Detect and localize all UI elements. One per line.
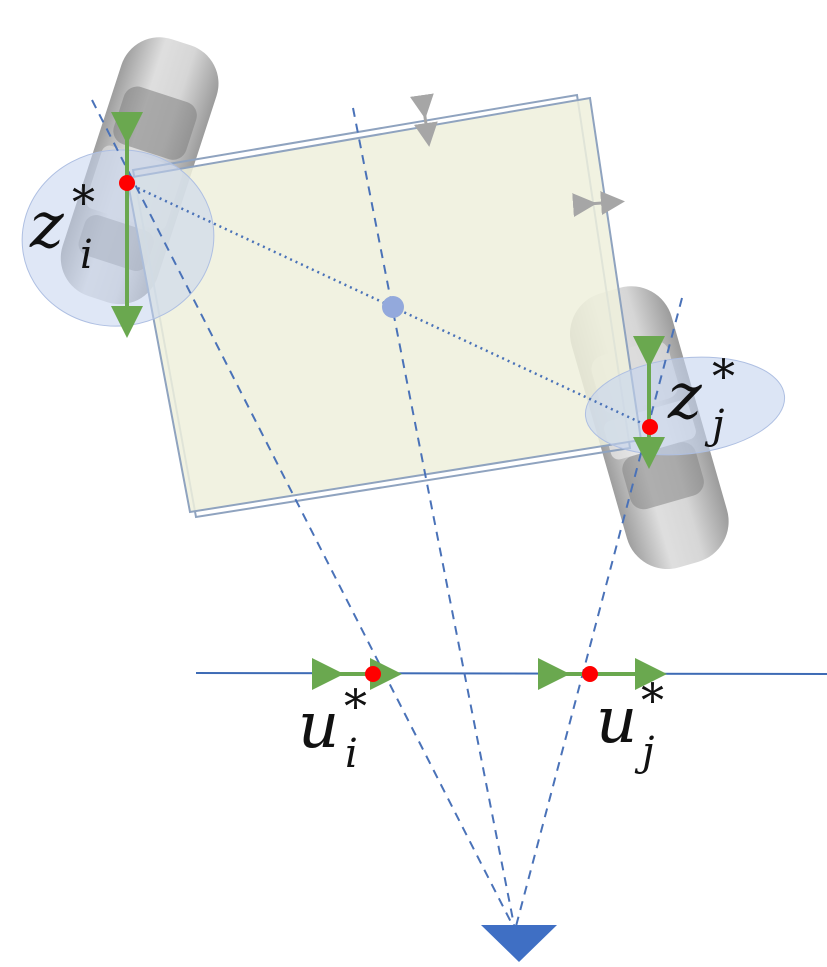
svg-text:u: u <box>298 689 339 763</box>
svg-text:*: * <box>72 175 95 229</box>
ray-left <box>91 99 516 931</box>
svg-text:i: i <box>80 232 93 278</box>
keypoint-zi <box>119 175 135 191</box>
svg-text:*: * <box>712 349 735 403</box>
keypoints <box>119 175 658 682</box>
label-zi: z * i <box>29 175 95 278</box>
projection-rays <box>91 99 683 931</box>
keypoint-uj <box>582 666 598 682</box>
ray-center <box>352 107 516 931</box>
image-plane-line <box>195 672 827 675</box>
svg-text:i: i <box>345 731 358 777</box>
svg-text:z: z <box>29 189 65 263</box>
svg-text:u: u <box>596 684 637 758</box>
ray-right <box>514 297 683 931</box>
svg-text:*: * <box>641 673 664 727</box>
width-arrow <box>572 191 625 218</box>
label-ui: u * i <box>298 679 367 777</box>
label-zj: z * j <box>667 349 735 448</box>
label-uj: u * j <box>596 673 664 775</box>
height-arrow <box>409 93 438 147</box>
keypoint-zj <box>642 419 658 435</box>
box-center-point <box>382 296 404 318</box>
keypoint-ui <box>365 666 381 682</box>
camera-triangle-icon <box>481 925 557 962</box>
dimension-arrows <box>409 93 625 218</box>
svg-text:*: * <box>344 679 367 733</box>
svg-text:z: z <box>667 360 703 434</box>
